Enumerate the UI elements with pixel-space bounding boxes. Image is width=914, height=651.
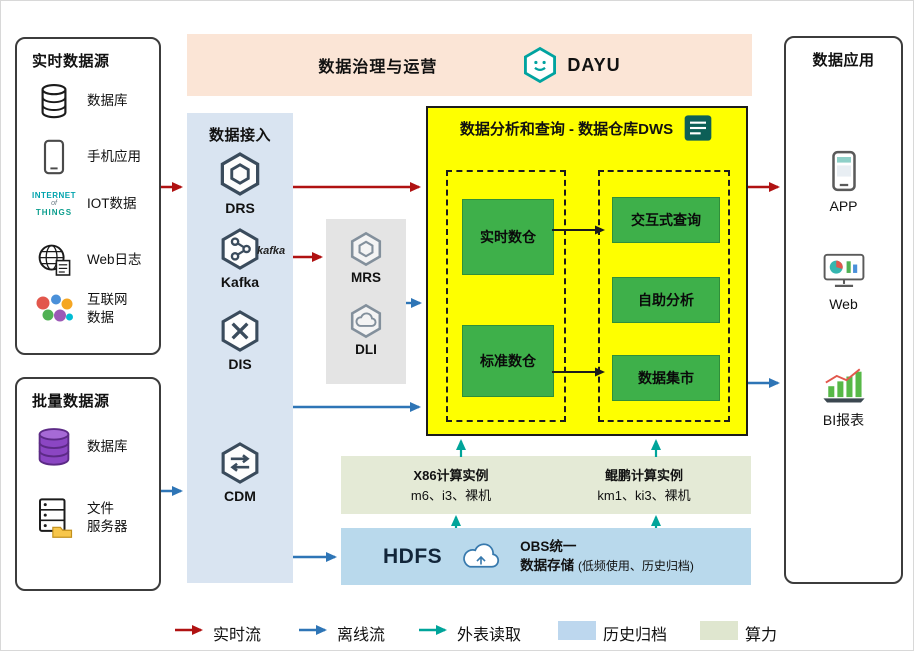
dayu-logo-icon	[524, 46, 557, 84]
source-label: Web日志	[87, 252, 142, 268]
dws-icon	[684, 115, 712, 141]
source-label: IOT数据	[87, 196, 137, 212]
web-log-icon-cell	[29, 243, 79, 277]
compute-instances-panel: X86计算实例 m6、i3、裸机 鲲鹏计算实例 km1、ki3、裸机	[341, 456, 751, 514]
governance-banner: 数据治理与运营 DAYU	[187, 34, 752, 96]
phone-icon	[831, 150, 856, 192]
kafka-wordmark: kafka	[257, 245, 286, 257]
ingestion-item-cdm: CDM	[187, 441, 293, 504]
iot-icon-cell: INTERNET of THINGS	[29, 191, 79, 217]
ingestion-item-drs: DRS	[187, 151, 293, 216]
legend-compute-label: 算力	[745, 627, 778, 644]
source-item-file-server: 文件 服务器	[17, 497, 159, 539]
source-label: 数据库	[87, 93, 128, 109]
legend-archive-swatch	[558, 621, 596, 640]
file-server-icon-cell	[29, 497, 79, 539]
dayu-logo-text: DAYU	[567, 54, 621, 75]
source-item-mobile-app: 手机应用	[17, 139, 159, 175]
warehouse-group: 实时数仓 标准数仓	[446, 170, 566, 422]
source-item-batch-database: 数据库	[17, 427, 159, 467]
cdm-icon	[221, 442, 259, 484]
source-label: 互联网 数据	[87, 292, 128, 325]
database-purple-icon	[38, 428, 70, 466]
module-standard-warehouse: 标准数仓	[462, 325, 554, 397]
storage-panel: HDFS OBS统一 数据存储 (低频使用、历史归档)	[341, 528, 751, 585]
service-item-mrs: MRS	[326, 231, 406, 285]
app-item-app: APP	[786, 150, 901, 214]
legend-realtime-label: 实时流	[213, 627, 262, 644]
dli-icon	[350, 303, 382, 339]
ingestion-item-kafka: kafka Kafka	[187, 227, 293, 290]
legend-offline-label: 离线流	[337, 627, 386, 644]
x86-instances: X86计算实例 m6、i3、裸机	[410, 468, 492, 503]
drs-icon	[220, 152, 260, 196]
source-item-web-log: Web日志	[17, 243, 159, 277]
governance-title: 数据治理与运营	[318, 59, 438, 76]
source-item-iot: INTERNET of THINGS IOT数据	[17, 191, 159, 217]
ingestion-item-dis: DIS	[187, 309, 293, 372]
database-icon-cell	[29, 83, 79, 119]
legend-compute-swatch	[700, 621, 738, 640]
source-label: 文件 服务器	[87, 501, 128, 534]
compute-services-panel: MRS DLI	[326, 219, 406, 384]
hdfs-label: HDFS	[383, 544, 443, 568]
source-label: 数据库	[87, 439, 128, 455]
source-item-database: 数据库	[17, 83, 159, 119]
dws-panel: 数据分析和查询 - 数据仓库DWS 实时数仓 标准数仓 交互式查询 自助分析	[426, 106, 748, 436]
module-realtime-warehouse: 实时数仓	[462, 199, 554, 275]
phone-icon	[43, 139, 65, 175]
database-icon	[41, 83, 67, 119]
file-server-icon	[39, 498, 73, 538]
obs-cloud-icon	[463, 542, 500, 568]
app-item-bi-report: BI报表	[786, 366, 901, 430]
dws-header: 数据分析和查询 - 数据仓库DWS	[428, 108, 746, 143]
obs-storage-text: OBS统一 数据存储 (低频使用、历史归档)	[520, 539, 694, 573]
phone-icon-cell	[29, 139, 79, 175]
mrs-icon	[350, 231, 382, 267]
kunpeng-instances: 鲲鹏计算实例 km1、ki3、裸机	[597, 468, 691, 503]
ingestion-panel: 数据接入 DRS kafka Kafka	[187, 113, 293, 583]
dayu-logo: DAYU	[521, 46, 620, 84]
module-data-mart: 数据集市	[612, 355, 720, 401]
dis-icon	[221, 310, 259, 352]
ingestion-title: 数据接入	[208, 127, 271, 144]
app-item-web: Web	[786, 252, 901, 312]
legend-external-label: 外表读取	[457, 627, 522, 644]
batch-sources-title: 批量数据源	[32, 393, 110, 410]
bi-report-icon	[822, 368, 865, 403]
iot-icon: INTERNET of THINGS	[32, 191, 76, 218]
module-interactive-query: 交互式查询	[612, 197, 720, 243]
database-purple-icon-cell	[29, 427, 79, 467]
web-log-icon	[38, 244, 71, 276]
dws-title: 数据分析和查询 - 数据仓库DWS	[459, 120, 674, 138]
realtime-sources-title: 实时数据源	[32, 53, 110, 70]
applications-title: 数据应用	[812, 52, 875, 69]
source-label: 手机应用	[87, 149, 141, 165]
web-app-icon	[823, 253, 864, 288]
service-group: 交互式查询 自助分析 数据集市	[598, 170, 730, 422]
realtime-sources-panel: 实时数据源 数据库 手机应用 INT	[15, 37, 161, 355]
internet-data-icon-cell	[29, 293, 79, 325]
internet-data-icon	[36, 294, 73, 322]
module-self-service-analysis: 自助分析	[612, 277, 720, 323]
source-item-internet-data: 互联网 数据	[17, 291, 159, 326]
legend-archive-label: 历史归档	[603, 627, 668, 644]
batch-sources-panel: 批量数据源 数据库	[15, 377, 161, 591]
kafka-icon	[221, 228, 259, 270]
applications-panel: 数据应用 APP Web	[784, 36, 903, 584]
service-item-dli: DLI	[326, 303, 406, 357]
